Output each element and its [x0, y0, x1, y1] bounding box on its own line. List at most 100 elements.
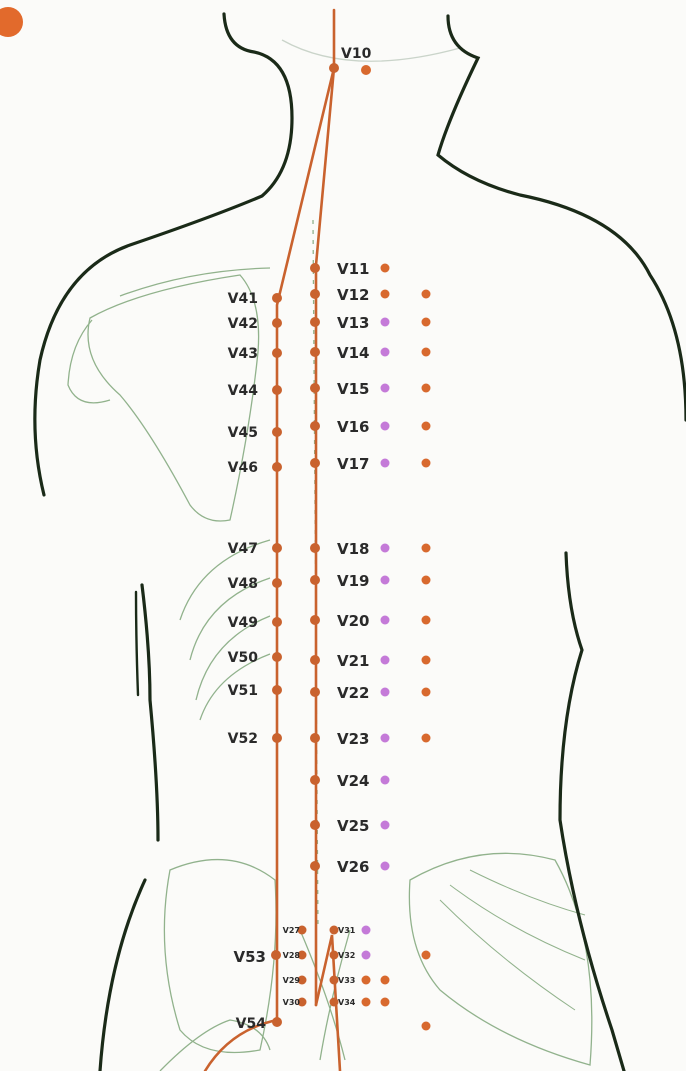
point-label-v12: V12 [337, 286, 369, 304]
point-v46 [272, 462, 282, 472]
extra-point-v21-1 [381, 656, 390, 665]
extra-point-v33-2 [381, 976, 390, 985]
point-v16 [310, 421, 320, 431]
extra-point-v25-1 [381, 821, 390, 830]
point-v53 [271, 950, 281, 960]
point-v22 [310, 687, 320, 697]
point-v20 [310, 615, 320, 625]
point-v23 [310, 733, 320, 743]
extra-point-v21-2 [422, 656, 431, 665]
point-v44 [272, 385, 282, 395]
point-label-v26: V26 [337, 858, 369, 876]
point-v47 [272, 543, 282, 553]
right-torso-outline [438, 16, 686, 420]
point-v19 [310, 575, 320, 585]
point-label-v43: V43 [228, 346, 258, 362]
extra-point-v33 [362, 976, 371, 985]
point-v49 [272, 617, 282, 627]
extra-point-v16-2 [422, 422, 431, 431]
extra-point-v15-2 [422, 384, 431, 393]
point-label-v18: V18 [337, 540, 369, 558]
extra-point-v18-2 [422, 544, 431, 553]
point-label-v25: V25 [337, 817, 369, 835]
point-label-v22: V22 [337, 684, 369, 702]
point-label-v11: V11 [337, 260, 369, 278]
point-v13 [310, 317, 320, 327]
extra-point-v14-1 [381, 348, 390, 357]
extra-point-v23-2 [422, 734, 431, 743]
left-waist-outline [142, 585, 158, 840]
point-label-v30: V30 [283, 998, 301, 1007]
extra-point-v12-1 [381, 290, 390, 299]
point-label-v33: V33 [338, 976, 355, 985]
extra-point-v18-1 [381, 544, 390, 553]
point-label-v27: V27 [283, 926, 300, 935]
point-v42 [272, 318, 282, 328]
point-v15 [310, 383, 320, 393]
extra-point-v16-1 [381, 422, 390, 431]
extra-point-v31 [362, 926, 371, 935]
extra-point-v20-1 [381, 616, 390, 625]
point-v25 [310, 820, 320, 830]
point-label-v13: V13 [337, 314, 369, 332]
extra-point-v19-1 [381, 576, 390, 585]
extra-point-v23-1 [381, 734, 390, 743]
point-label-v34: V34 [338, 998, 356, 1007]
extra-point-v15-1 [381, 384, 390, 393]
extra-point-v12-2 [422, 290, 431, 299]
left-arm-outline [136, 592, 138, 695]
point-label-v42: V42 [228, 316, 258, 332]
left-humerus [68, 320, 110, 403]
right-waist-outline [560, 553, 624, 1071]
point-label-v20: V20 [337, 612, 369, 630]
extra-point-v22-2 [422, 688, 431, 697]
meridian-lines [205, 10, 340, 1071]
point-v43 [272, 348, 282, 358]
extra-point-v20-2 [422, 616, 431, 625]
point-v26 [310, 861, 320, 871]
right-pelvis [409, 853, 591, 1065]
point-label-v46: V46 [228, 460, 258, 476]
point-v52 [272, 733, 282, 743]
point-v48 [272, 578, 282, 588]
point-label-v29: V29 [283, 976, 301, 985]
extra-point-v34-2 [381, 998, 390, 1007]
point-label-v53: V53 [234, 948, 266, 966]
point-v50 [272, 652, 282, 662]
point-v14 [310, 347, 320, 357]
point-label-v15: V15 [337, 380, 369, 398]
point-v51 [272, 685, 282, 695]
point-label-v28: V28 [283, 951, 301, 960]
left-torso-outline [35, 14, 292, 495]
point-v18 [310, 543, 320, 553]
point-label-v49: V49 [228, 615, 258, 631]
orange-dot-icon [0, 7, 23, 37]
extra-point-v13-2 [422, 318, 431, 327]
point-label-v48: V48 [228, 576, 258, 592]
point-label-v16: V16 [337, 418, 369, 436]
meridian-points: V10V11V12V13V14V15V16V17V18V19V20V21V22V… [228, 46, 431, 1032]
point-label-v21: V21 [337, 652, 369, 670]
point-v41 [272, 293, 282, 303]
point-label-v19: V19 [337, 572, 369, 590]
point-label-v45: V45 [228, 425, 258, 441]
extra-point-v13-1 [381, 318, 390, 327]
point-label-v31: V31 [338, 926, 356, 935]
point-v10 [329, 63, 339, 73]
point-label-v44: V44 [228, 383, 259, 399]
extra-point-v17-1 [381, 459, 390, 468]
extra-point-v14-2 [422, 348, 431, 357]
extra-point-v24-1 [381, 776, 390, 785]
point-label-v10: V10 [341, 46, 372, 62]
extra-point-v11-1 [381, 264, 390, 273]
point-label-v14: V14 [337, 344, 369, 362]
extra-point-v32 [362, 951, 371, 960]
extra-point-v19-2 [422, 576, 431, 585]
left-hip-outline [100, 880, 145, 1071]
sacrum [300, 930, 350, 1060]
point-label-v23: V23 [337, 730, 369, 748]
extra-point-v54 [422, 1022, 431, 1031]
point-v12 [310, 289, 320, 299]
point-v45 [272, 427, 282, 437]
